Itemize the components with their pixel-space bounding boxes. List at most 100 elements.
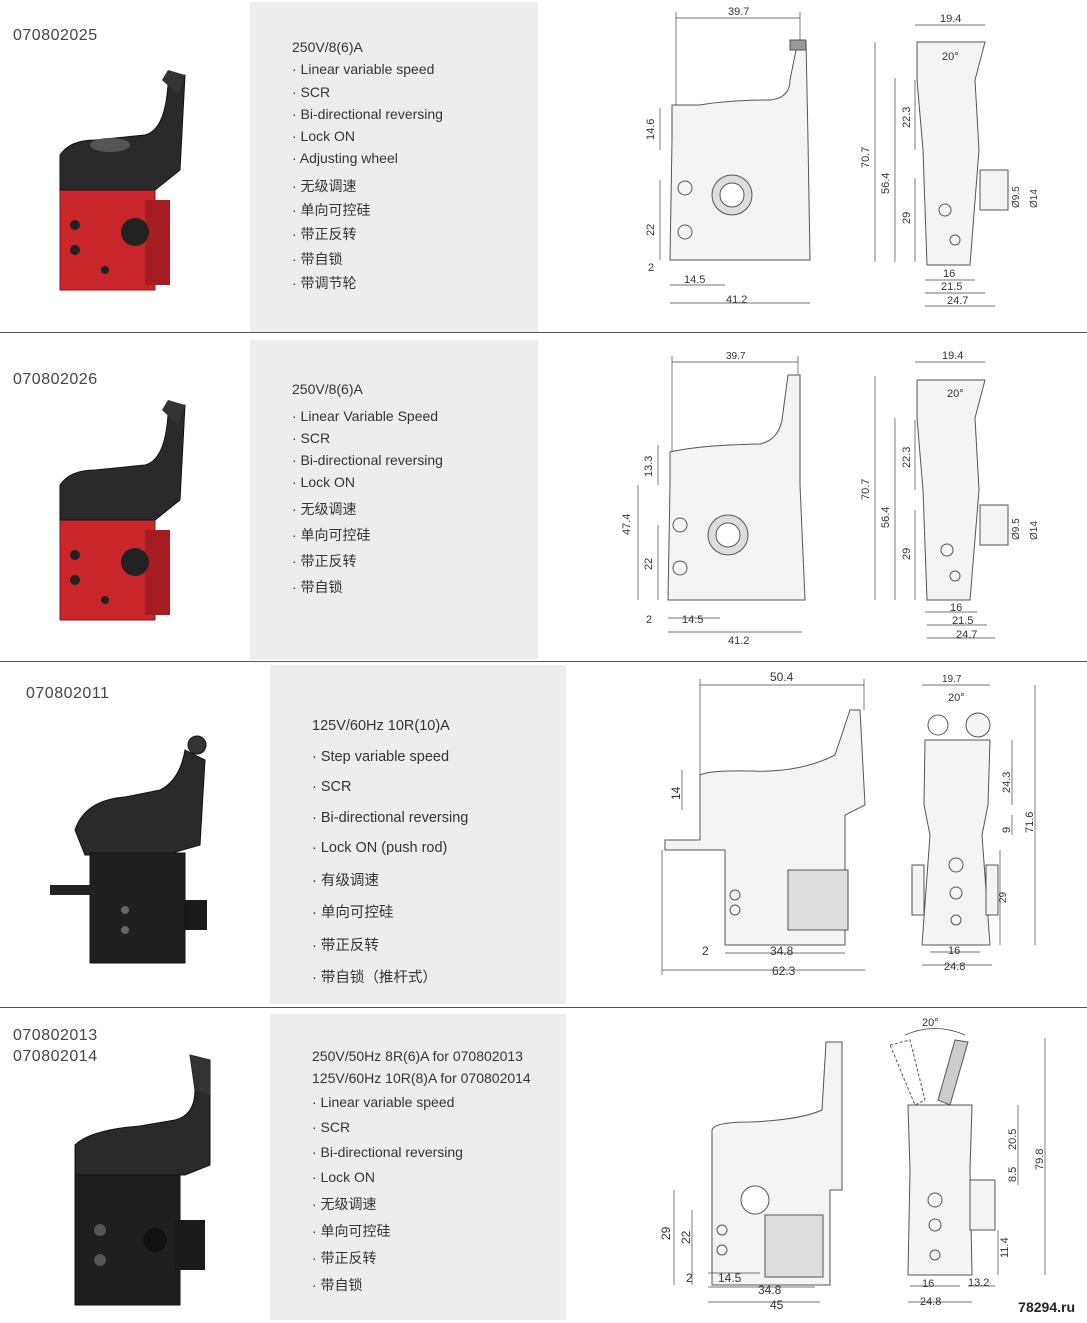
side-view-drawing: 19.4 20° 22.3 70.7 56.4 29 Ø9.5 Ø14 16 2… <box>860 13 1040 307</box>
spec-line: · Bi-directional reversing <box>312 1144 463 1160</box>
dimension-label: 22 <box>645 224 657 236</box>
dimension-label: 16 <box>922 1278 934 1290</box>
spec-line: · Linear variable speed <box>292 61 435 78</box>
dimension-label: Ø9.5 <box>1011 518 1022 540</box>
spec-line: · Lock ON <box>312 1169 376 1185</box>
dimension-label: 45 <box>770 1298 784 1312</box>
dimension-label: 20° <box>948 692 965 704</box>
spec-line: · SCR <box>292 83 331 100</box>
dimension-label: 21.5 <box>952 615 973 627</box>
dimension-label: 24.7 <box>956 629 977 641</box>
dimension-label: 2 <box>646 614 652 626</box>
dimension-label: 14.5 <box>682 614 703 626</box>
dimension-label: 13.2 <box>968 1277 989 1289</box>
dimension-label: 22 <box>679 1230 693 1244</box>
spec-line: · SCR <box>292 430 331 446</box>
dimension-label: 56.4 <box>880 507 892 528</box>
spec-line: 125V/60Hz 10R(10)A <box>312 718 450 734</box>
spec-panel: 250V/8(6)A · Linear variable speed · SCR… <box>250 2 538 332</box>
dimension-label: 50.4 <box>770 670 794 684</box>
dimension-label: 19.4 <box>940 13 961 25</box>
spec-line: · 单向可控硅 <box>312 905 394 921</box>
dimension-label: 29 <box>901 212 913 224</box>
dimension-label: 56.4 <box>880 173 892 194</box>
dimension-label: 22 <box>643 558 655 570</box>
spec-line: · Bi-directional reversing <box>312 809 469 826</box>
dimension-label: 8.5 <box>1007 1167 1019 1182</box>
spec-line: · Lock ON <box>292 128 356 145</box>
product-code: 070802025 <box>13 27 98 44</box>
dimension-label: 70.7 <box>860 147 872 168</box>
spec-line: · 带正反转 <box>292 226 357 243</box>
switch-photo-red <box>59 70 186 291</box>
dimension-label: 16 <box>943 268 955 280</box>
dimension-label: 14.5 <box>718 1271 742 1285</box>
dimension-label: 9 <box>1001 827 1013 833</box>
dimension-label: 34.8 <box>770 944 794 958</box>
spec-line: · 带正反转 <box>312 937 379 954</box>
dimension-label: 39.7 <box>726 351 746 362</box>
spec-line: · 有级调速 <box>312 872 379 889</box>
spec-panel: 250V/8(6)A · Linear Variable Speed · SCR… <box>250 340 538 659</box>
row-divider <box>0 1007 1087 1008</box>
dimension-label: 29 <box>998 891 1009 903</box>
product-code: 070802011 <box>26 685 110 702</box>
spec-line: · Lock ON <box>292 474 356 490</box>
dimension-label: Ø14 <box>1029 189 1040 208</box>
spec-list: 250V/8(6)A · Linear Variable Speed · SCR… <box>292 378 443 598</box>
dimension-label: 20.5 <box>1007 1129 1019 1150</box>
spec-list: 125V/60Hz 10R(10)A · Step variable speed… <box>312 711 468 994</box>
dimension-label: 14.5 <box>684 274 705 286</box>
front-view-drawing: 39.7 14.6 22 2 14.5 41.2 <box>645 6 811 306</box>
dimension-label: 24.7 <box>947 295 968 307</box>
spec-list: 250V/50Hz 8R(6)A for 070802013 125V/60Hz… <box>312 1045 531 1296</box>
spec-line: · Bi-directional reversing <box>292 452 443 468</box>
dimension-label: 14.6 <box>645 119 657 140</box>
dimension-label: 79.8 <box>1034 1149 1046 1170</box>
dimension-label: 62.3 <box>772 964 796 978</box>
spec-line: · Step variable speed <box>312 748 450 765</box>
spec-line: 125V/60Hz 10R(8)A for 070802014 <box>312 1070 531 1086</box>
spec-line: · Lock ON (push rod) <box>312 840 448 856</box>
front-view-drawing: 29 22 2 14.5 34.8 45 <box>659 1041 843 1312</box>
dimension-label: 20° <box>947 388 964 400</box>
product-code: 070802026 <box>13 371 98 388</box>
dimension-label: 71.6 <box>1024 812 1036 833</box>
row-divider <box>0 332 1087 333</box>
spec-line: · 带自锁 <box>292 250 343 267</box>
switch-photo-black <box>74 1054 211 1306</box>
dimension-label: 11.4 <box>999 1237 1011 1258</box>
dimension-label: 41.2 <box>726 294 747 306</box>
dimension-label: 29 <box>659 1226 673 1240</box>
spec-line: · SCR <box>312 1119 351 1135</box>
front-view-drawing: 39.7 13.3 47.4 22 2 14.5 41.2 <box>621 351 806 647</box>
dimension-label: 13.3 <box>643 456 655 477</box>
spec-list: 250V/8(6)A · Linear variable speed · SCR… <box>292 36 443 294</box>
dimension-label: 70.7 <box>860 479 872 500</box>
spec-line: · Bi-directional reversing <box>292 105 443 122</box>
dimension-label: 19.4 <box>942 350 963 362</box>
dimension-label: 19.7 <box>942 674 962 685</box>
spec-line: · 带正反转 <box>292 553 357 569</box>
spec-line: 250V/50Hz 8R(6)A for 070802013 <box>312 1048 523 1064</box>
switch-photo-red <box>59 400 186 621</box>
spec-line: · 单向可控硅 <box>312 1223 391 1239</box>
dimension-label: 21.5 <box>941 281 962 293</box>
dimension-label: 20° <box>922 1017 939 1029</box>
dimension-label: 24.8 <box>920 1296 941 1308</box>
spec-panel: 250V/50Hz 8R(6)A for 070802013 125V/60Hz… <box>270 1014 566 1320</box>
dimension-label: Ø14 <box>1029 521 1040 540</box>
spec-line: · 带自锁 <box>292 579 343 595</box>
spec-line: 250V/8(6)A <box>292 381 363 397</box>
spec-line: · 带自锁 <box>312 1277 363 1293</box>
spec-line: · Adjusting wheel <box>292 150 398 167</box>
spec-line: · SCR <box>312 779 352 795</box>
switch-photo-black <box>50 735 207 964</box>
dimension-label: 34.8 <box>758 1283 782 1297</box>
spec-line: · 无级调速 <box>312 1196 377 1212</box>
dimension-label: 2 <box>648 262 654 274</box>
spec-line: · 单向可控硅 <box>292 202 371 219</box>
spec-panel: 125V/60Hz 10R(10)A · Step variable speed… <box>270 665 566 1004</box>
product-code: 070802013 070802014 <box>13 1027 98 1065</box>
dimension-label: 39.7 <box>728 6 749 18</box>
